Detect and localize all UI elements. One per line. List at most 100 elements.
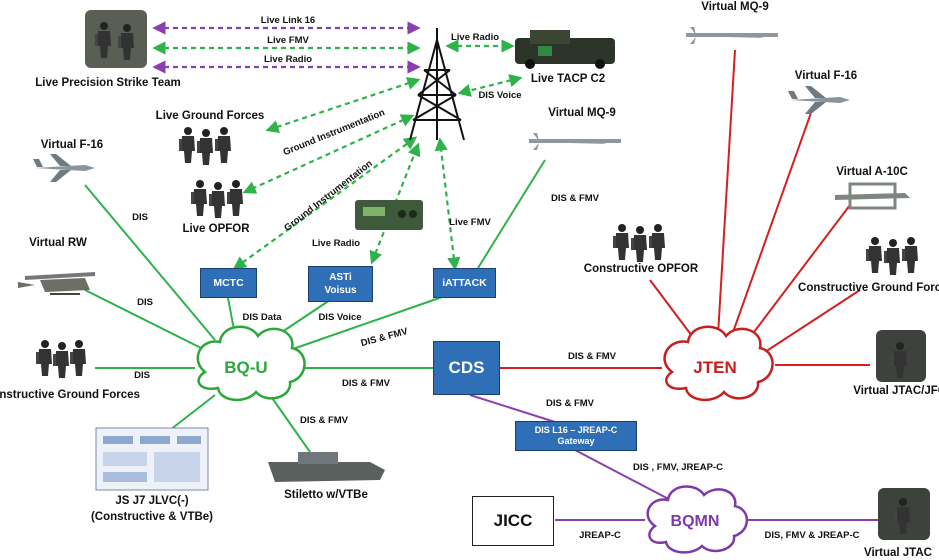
- label-virtual-f16-left: Virtual F-16: [41, 139, 103, 151]
- label-virtual-f16-right: Virtual F-16: [795, 70, 857, 82]
- asti-box: ASTi Voisus: [308, 266, 373, 302]
- live-opfor-icon: [191, 180, 243, 218]
- asti-label: ASTi Voisus: [324, 272, 357, 296]
- virtual-rw-icon: [18, 272, 95, 295]
- label-dis-fmv-jten: DIS & FMV: [568, 351, 617, 362]
- label-virtual-a10c: Virtual A-10C: [836, 166, 908, 178]
- label-dis-rw: DIS: [137, 297, 153, 308]
- label-virtual-jtac-jfo: Virtual JTAC/JFO: [853, 385, 939, 397]
- link-iattack-bqu: [289, 295, 446, 351]
- tacp-vehicle-icon: [515, 30, 615, 69]
- asti-radio-icon: [355, 200, 423, 230]
- bqmn-links: [469, 394, 878, 521]
- link-mctc-tower: [232, 136, 418, 270]
- label-live-radio-tacp: Live Radio: [451, 32, 499, 43]
- label-live-radio-top: Live Radio: [264, 54, 312, 65]
- constructive-ground-left-icon: [36, 340, 86, 378]
- virtual-f16-left-icon: [33, 154, 95, 182]
- label-dis-fmv-gateway: DIS & FMV: [546, 398, 595, 409]
- label-live-radio-asti: Live Radio: [312, 238, 360, 249]
- link-opfor-jten: [649, 279, 696, 341]
- jicc-box: JICC: [472, 496, 554, 546]
- stiletto-boat-icon: [268, 452, 385, 482]
- constructive-ground-right-icon: [866, 237, 918, 275]
- cds-label: CDS: [448, 358, 485, 377]
- label-dis-fmv-jreap-jtac: DIS, FMV & JREAP-C: [764, 530, 859, 541]
- link-f16-bqu: [84, 184, 216, 341]
- label-dis-voice-tacp: DIS Voice: [478, 90, 521, 101]
- mctc-box: MCTC: [200, 268, 257, 298]
- label-dis-cgf: DIS: [134, 370, 150, 381]
- live-ground-forces-icon: [179, 127, 231, 165]
- bqu-links: [84, 159, 546, 453]
- label-virtual-rw: Virtual RW: [29, 237, 87, 249]
- link-rw-bqu: [84, 289, 206, 351]
- hub-bqmn: BQMN: [671, 513, 720, 530]
- gateway-label: DIS L16 – JREAP-C Gateway: [534, 425, 618, 446]
- label-dis-f16: DIS: [132, 212, 148, 223]
- label-live-tacp: Live TACP C2: [531, 73, 605, 85]
- radio-tower-icon: [409, 28, 465, 141]
- live-links: [152, 39, 523, 271]
- link-f16r-jten: [731, 109, 813, 336]
- label-virtual-mq9-center: Virtual MQ-9: [548, 107, 616, 119]
- virtual-jtac-jfo-icon: [876, 330, 926, 382]
- hub-jten: JTEN: [693, 358, 736, 377]
- jten-links: [500, 49, 870, 369]
- label-dis-fmv-iattack: DIS & FMV: [360, 326, 410, 349]
- label-live-precision: Live Precision Strike Team: [35, 77, 181, 89]
- label-constructive-opfor: Constructive OPFOR: [584, 263, 699, 275]
- purple-live-links: [152, 21, 421, 74]
- jicc-label: JICC: [493, 511, 533, 530]
- bqmn-cloud: [646, 485, 749, 554]
- link-stiletto-bqu: [269, 394, 311, 453]
- link-a10-jten: [747, 204, 851, 341]
- iattack-label: iATTACK: [442, 277, 487, 289]
- cds-box: CDS: [433, 341, 500, 395]
- label-virtual-mq9-right: Virtual MQ-9: [701, 1, 769, 13]
- label-js-j7: JS J7 JLVC(-): [115, 495, 188, 507]
- link-tacp-tower: [457, 74, 523, 97]
- link-cgfr-jten: [764, 289, 861, 353]
- virtual-jtac-icon: [878, 488, 930, 540]
- iattack-box: iATTACK: [433, 268, 496, 298]
- js-j7-screen-icon: [95, 427, 209, 491]
- label-live-opfor: Live OPFOR: [182, 223, 250, 235]
- virtual-a10c-icon: [835, 182, 910, 210]
- label-dis-fmv-jreap: DIS , FMV, JREAP-C: [633, 462, 723, 473]
- label-live-ground-forces: Live Ground Forces: [156, 110, 265, 122]
- label-live-link16: Live Link 16: [261, 15, 315, 26]
- label-constructive-ground-right: Constructive Ground Forces: [798, 282, 939, 294]
- jten-cloud: [663, 325, 774, 401]
- link-cds-gateway: [469, 394, 556, 423]
- hub-bqu: BQ-U: [224, 358, 267, 377]
- link-mq9-iattack: [477, 159, 546, 269]
- label-live-fmv-iattack: Live FMV: [449, 217, 491, 228]
- label-dis-fmv-stiletto: DIS & FMV: [300, 415, 349, 426]
- live-precision-team-icon: [85, 10, 147, 68]
- link-gateway-bqmn: [574, 449, 681, 506]
- label-virtual-jtac: Virtual JTAC: [864, 547, 932, 559]
- link-live-opfor: [242, 114, 415, 194]
- label-dis-mq9: DIS & FMV: [551, 193, 600, 204]
- gateway-box: DIS L16 – JREAP-C Gateway: [515, 421, 637, 451]
- label-dis-voice: DIS Voice: [318, 312, 361, 323]
- label-constructive-ground-left: Constructive Ground Forces: [0, 389, 140, 401]
- virtual-f16-right-icon: [788, 86, 850, 114]
- bqu-cloud: [196, 325, 306, 401]
- virtual-mq9-center-icon: [529, 133, 621, 150]
- label-js-j7-sub: (Constructive & VTBe): [91, 511, 213, 523]
- label-jreap-c: JREAP-C: [579, 530, 621, 541]
- label-stiletto: Stiletto w/VTBe: [284, 489, 368, 501]
- constructive-opfor-icon: [613, 224, 665, 262]
- link-mq9r-jten: [717, 49, 736, 336]
- virtual-mq9-right-icon: [686, 27, 778, 44]
- label-live-fmv: Live FMV: [267, 35, 309, 46]
- link-asti-tower: [369, 142, 421, 265]
- link-jsj7-bqu: [169, 394, 216, 431]
- link-iattack-tower: [434, 137, 461, 271]
- label-dis-data: DIS Data: [242, 312, 282, 323]
